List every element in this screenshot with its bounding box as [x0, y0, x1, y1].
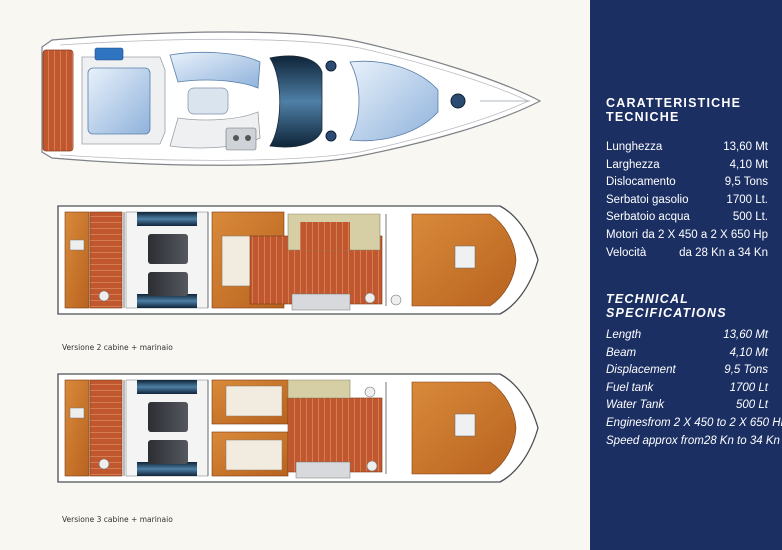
spec-value: 13,60 Mt [723, 141, 768, 153]
lower-deck-version-3 [57, 373, 539, 483]
spec-label: Speed approx from [606, 434, 704, 447]
spec-label: Engines [606, 416, 648, 429]
caption-version-3: Versione 3 cabine + marinaio [62, 515, 173, 524]
spec-row: Serbatoi gasolio 1700 Lt. [606, 194, 768, 212]
english-specs-list: Length 13,60 Mt Beam 4,10 Mt Displacement 9… [606, 329, 782, 453]
spec-value: 500 Lt. [732, 211, 768, 224]
specifications-panel: CARATTERISTICHE TECNICHE Lunghezza 13,60 … [590, 0, 782, 550]
spec-label: Velocità [606, 246, 647, 259]
spec-row: Water Tank 500 Lt [606, 399, 768, 417]
spec-row: Displacement 9,5 Tons [606, 364, 768, 382]
caption-version-2: Versione 2 cabine + marinaio [62, 343, 173, 352]
spec-value: 4,10 Mt [729, 346, 768, 359]
spec-value: da 2 X 450 a 2 X 650 Hp [642, 228, 768, 241]
spec-value: da 28 Kn a 34 Kn [679, 246, 768, 259]
italian-specs-title: CARATTERISTICHE TECNICHE [606, 96, 742, 124]
spec-value: 28 Kn to 34 Kn [703, 434, 780, 447]
spec-value: 13,60 Mt [723, 329, 768, 341]
spec-label: Dislocamento [606, 176, 676, 189]
spec-value: 1700 Lt. [726, 193, 768, 206]
spec-row: Lunghezza 13,60 Mt [606, 141, 768, 159]
spec-label: Beam [606, 346, 637, 359]
spec-row: Beam 4,10 Mt [606, 347, 768, 365]
spec-row: Larghezza 4,10 Mt [606, 159, 768, 177]
italian-specs-list: Lunghezza 13,60 Mt Larghezza 4,10 Mt Dislo… [606, 141, 768, 264]
spec-row: Dislocamento 9,5 Tons [606, 176, 768, 194]
spec-value: 4,10 Mt [729, 158, 768, 171]
spec-label: Lunghezza [606, 141, 663, 153]
deck-plans-panel: Versione 2 cabine + marinaio Versione 3 … [41, 31, 542, 524]
spec-value: 500 Lt [736, 399, 768, 412]
top-deck-view [41, 31, 542, 166]
spec-row: Velocità da 28 Kn a 34 Kn [606, 247, 768, 265]
deck-plans-drawing [41, 31, 542, 483]
spec-label: Length [606, 329, 642, 341]
spec-label: Motori [606, 228, 638, 241]
spec-label: Water Tank [606, 399, 665, 412]
spec-label: Larghezza [606, 158, 660, 171]
spec-row: Length 13,60 Mt [606, 329, 768, 347]
spec-label: Serbatoi gasolio [606, 193, 689, 206]
spec-value: 1700 Lt [729, 381, 768, 394]
spec-value: 9,5 Tons [724, 364, 768, 377]
english-specs-title: TECHNICAL SPECIFICATIONS [606, 292, 727, 320]
spec-label: Serbatoio acqua [606, 211, 690, 224]
spec-value: from 2 X 450 to 2 X 650 HP [647, 416, 782, 429]
spec-label: Displacement [606, 364, 676, 377]
spec-row: Fuel tank 1700 Lt [606, 382, 768, 400]
spec-value: 9,5 Tons [724, 176, 768, 189]
spec-row: Motori da 2 X 450 a 2 X 650 Hp [606, 229, 768, 247]
spec-label: Fuel tank [606, 381, 654, 394]
lower-deck-version-2 [57, 205, 539, 315]
spec-row: Serbatoio acqua 500 Lt. [606, 211, 768, 229]
